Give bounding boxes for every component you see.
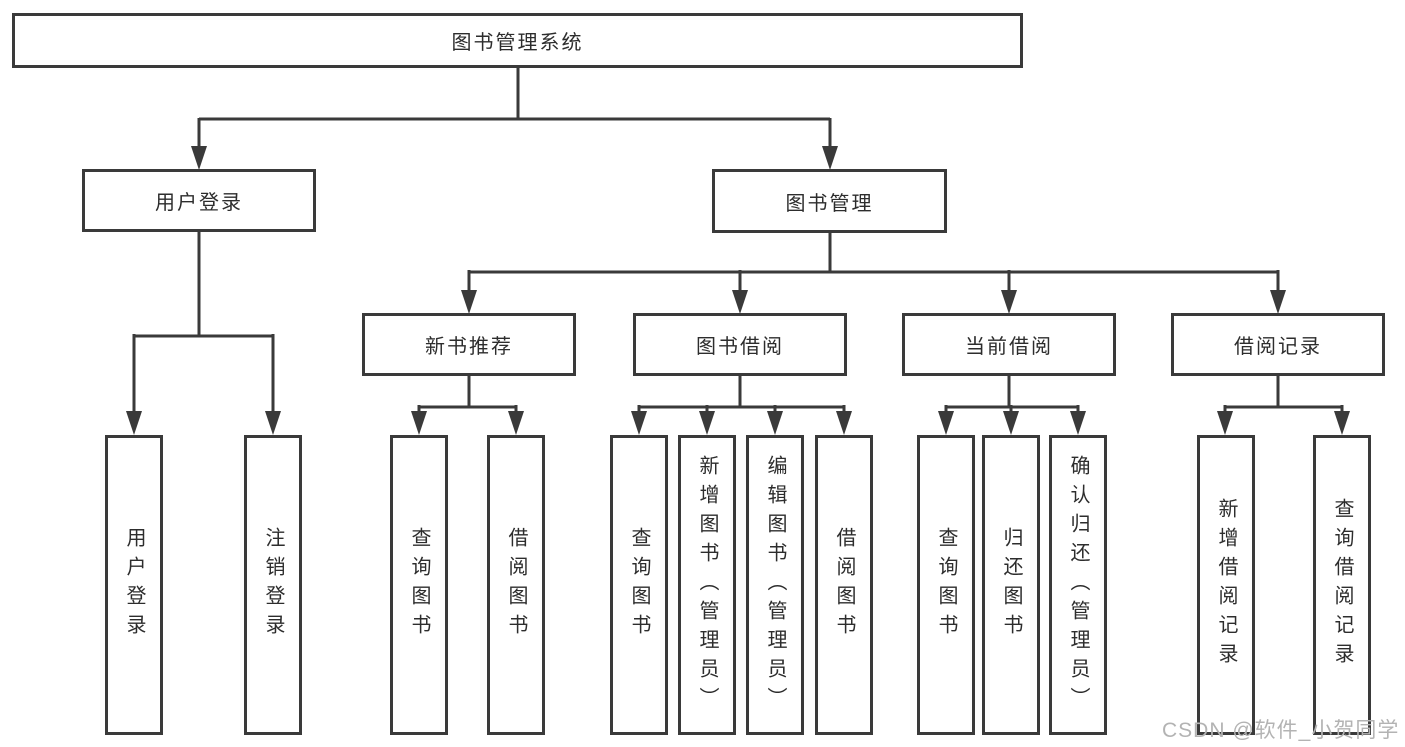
node-user-login: 用户登录 — [82, 169, 316, 232]
node-new-book-recommend: 新书推荐 — [362, 313, 576, 376]
leaf-query-books-current: 查询图书 — [917, 435, 975, 735]
node-book-management: 图书管理 — [712, 169, 947, 233]
leaf-edit-books-admin: 编辑图书（管理员） — [746, 435, 804, 735]
leaf-return-books-label: 归还图书 — [1000, 527, 1022, 643]
leaf-logout-label: 注销登录 — [262, 527, 284, 643]
leaf-query-borrow-record-label: 查询借阅记录 — [1331, 498, 1353, 672]
leaf-query-books-borrow: 查询图书 — [610, 435, 668, 735]
leaf-borrow-books-recommend-label: 借阅图书 — [505, 527, 527, 643]
leaf-return-books: 归还图书 — [982, 435, 1040, 735]
arrowheads — [126, 146, 1350, 435]
leaf-confirm-return-admin: 确认归还（管理员） — [1049, 435, 1107, 735]
leaf-query-books-recommend-label: 查询图书 — [408, 527, 430, 643]
leaf-borrow-books-recommend: 借阅图书 — [487, 435, 545, 735]
leaf-edit-books-admin-label: 编辑图书（管理员） — [764, 454, 786, 716]
node-new-book-recommend-label: 新书推荐 — [425, 336, 513, 358]
leaf-logout: 注销登录 — [244, 435, 302, 735]
leaf-add-borrow-record-label: 新增借阅记录 — [1215, 498, 1237, 672]
leaf-add-books-admin: 新增图书（管理员） — [678, 435, 736, 735]
node-borrow-records-label: 借阅记录 — [1234, 336, 1322, 358]
leaf-query-books-current-label: 查询图书 — [935, 527, 957, 643]
leaf-query-books-recommend: 查询图书 — [390, 435, 448, 735]
node-root: 图书管理系统 — [12, 13, 1023, 68]
node-user-login-label: 用户登录 — [155, 192, 243, 214]
node-borrow-records: 借阅记录 — [1171, 313, 1385, 376]
csdn-watermark: CSDN @软件_小贺同学 — [1162, 719, 1400, 742]
node-book-borrow-label: 图书借阅 — [696, 336, 784, 358]
leaf-query-books-borrow-label: 查询图书 — [628, 527, 650, 643]
leaf-user-login: 用户登录 — [105, 435, 163, 735]
node-root-label: 图书管理系统 — [451, 32, 584, 54]
leaf-borrow-books: 借阅图书 — [815, 435, 873, 735]
leaf-query-borrow-record: 查询借阅记录 — [1313, 435, 1371, 735]
node-book-borrow: 图书借阅 — [633, 313, 847, 376]
node-current-borrow-label: 当前借阅 — [965, 336, 1053, 358]
node-current-borrow: 当前借阅 — [902, 313, 1116, 376]
leaf-add-borrow-record: 新增借阅记录 — [1197, 435, 1255, 735]
leaf-borrow-books-label: 借阅图书 — [833, 527, 855, 643]
leaf-add-books-admin-label: 新增图书（管理员） — [696, 454, 718, 716]
leaf-user-login-label: 用户登录 — [123, 527, 145, 643]
node-book-management-label: 图书管理 — [785, 192, 874, 215]
leaf-confirm-return-admin-label: 确认归还（管理员） — [1067, 454, 1089, 716]
